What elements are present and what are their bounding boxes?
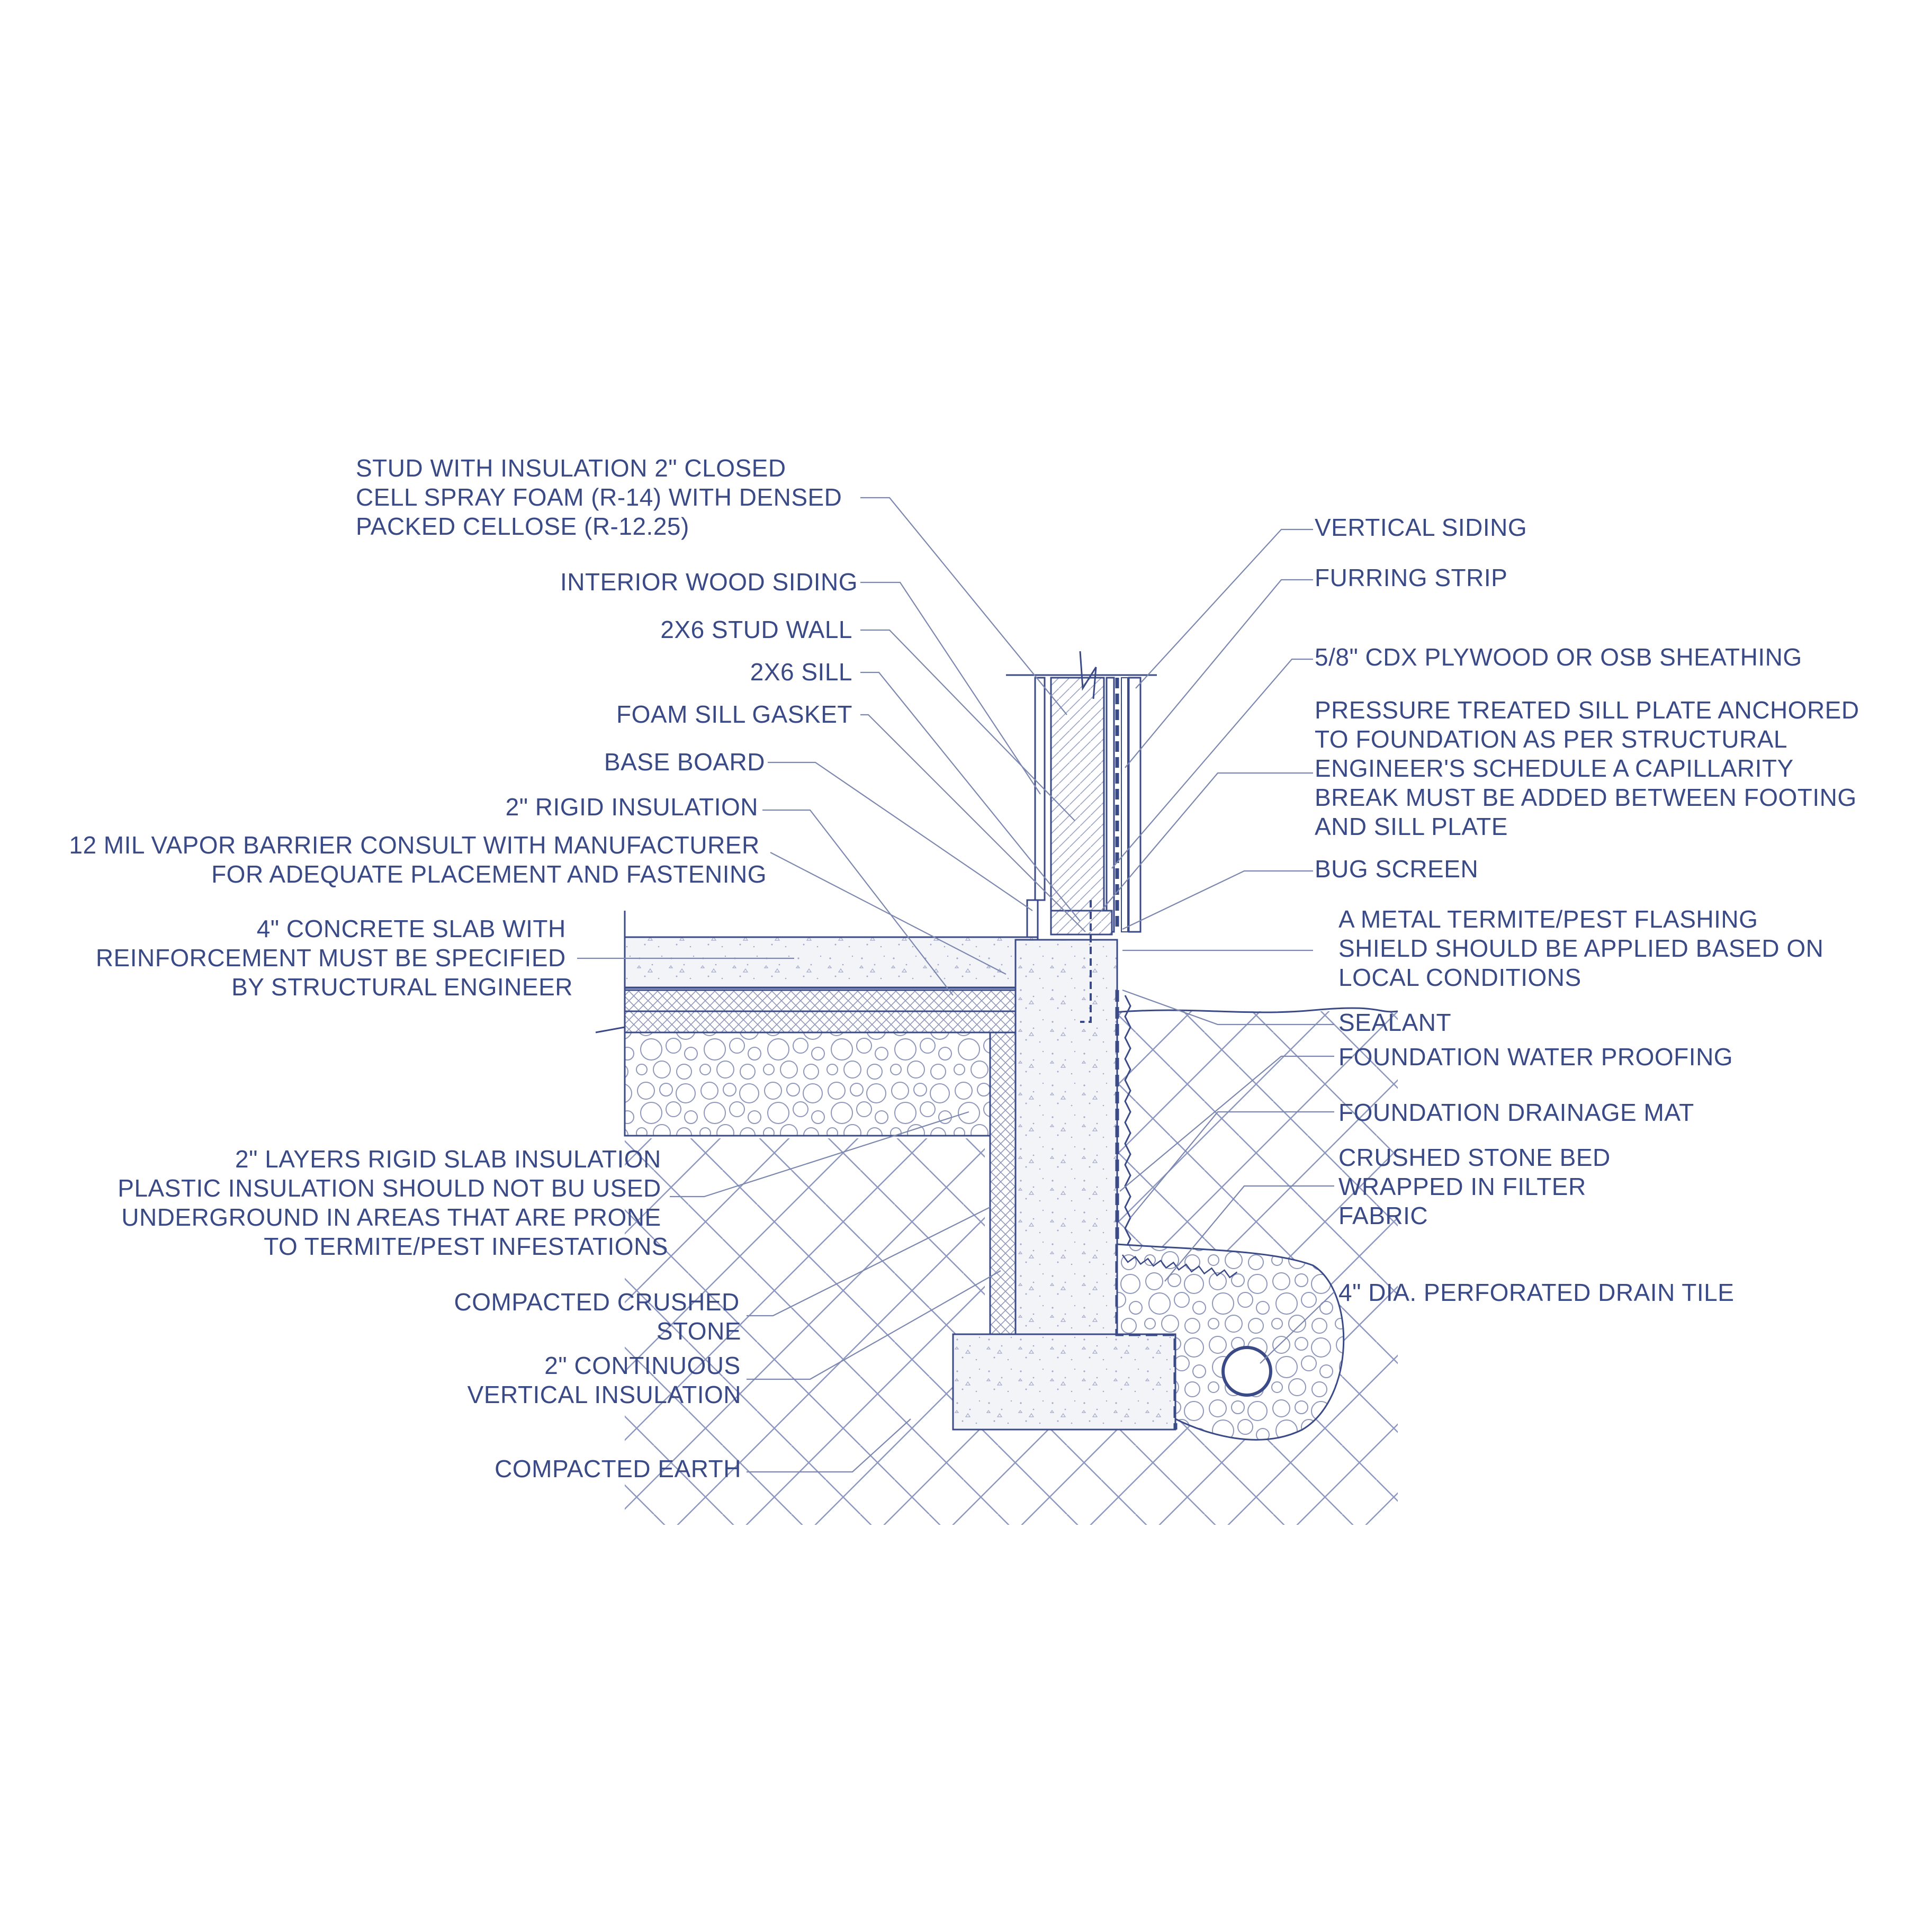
foundation-wall [1014,939,1118,1338]
label-stone-bed: CRUSHED STONE BED WRAPPED IN FILTER FABR… [1338,1144,1618,1229]
label-stud-wall: 2X6 STUD WALL [660,616,852,643]
filter-fabric [1121,1254,1238,1279]
leader-water-proofing [1119,1055,1334,1192]
leader-drain-tile [1260,1291,1335,1364]
leader-stud-insulation [860,497,1067,715]
leader-vertical-insulation [747,1270,1001,1380]
label-sill: 2X6 SILL [750,658,852,686]
anchor-bolt [1080,900,1092,1023]
leader-stud-wall [860,629,1075,821]
label-rigid-insulation: 2" RIGID INSULATION [506,793,758,821]
drainage-mat-zigzag [1124,995,1131,1292]
leader-furring-strip [1125,579,1313,768]
concrete-footing [952,1333,1176,1431]
compacted-earth-left [625,1138,985,1525]
label-sill-plate: PRESSURE TREATED SILL PLATE ANCHORED TO … [1315,696,1866,840]
base-board [1026,899,1039,938]
leader-compacted-crushed-stone [747,1207,991,1317]
leader-foam-sill-gasket [860,714,1086,932]
label-base-board: BASE BOARD [604,748,765,776]
label-sealant: SEALANT [1338,1009,1451,1036]
stud-wall-cavity [1050,677,1105,912]
label-compacted-earth: COMPACTED EARTH [495,1455,741,1482]
leader-vapor-barrier [770,852,1007,975]
sill-plate [1050,910,1113,936]
vertical-siding [1128,677,1142,933]
sheathing [1106,677,1115,933]
label-foam-sill-gasket: FOAM SILL GASKET [616,700,852,728]
leader-base-board [768,761,1033,911]
label-vertical-insulation: 2" CONTINUOUS VERTICAL INSULATION [468,1352,748,1408]
slab-break-symbol [595,911,626,1034]
label-stud-insulation: STUD WITH INSULATION 2" CLOSED CELL SPRA… [356,454,849,540]
label-compacted-crushed-stone: COMPACTED CRUSHED STONE [454,1288,747,1345]
label-vapor-barrier: 12 MIL VAPOR BARRIER CONSULT WITH MANUFA… [69,831,767,888]
crushed-stone-bed [1116,1243,1345,1441]
leader-sheathing [1111,658,1313,869]
label-water-proofing: FOUNDATION WATER PROOFING [1338,1043,1733,1071]
concrete-slab [624,936,1039,989]
label-drain-tile: 4" DIA. PERFORATED DRAIN TILE [1338,1279,1734,1306]
label-furring-strip: FURRING STRIP [1315,564,1507,591]
leader-sill [860,671,1081,922]
label-slab-insulation: 2" LAYERS RIGID SLAB INSULATION PLASTIC … [118,1145,668,1260]
perforated-drain-tile [1221,1346,1272,1397]
label-drainage-mat: FOUNDATION DRAINAGE MAT [1338,1099,1694,1126]
label-bug-screen: BUG SCREEN [1315,855,1478,883]
label-vertical-siding: VERTICAL SIDING [1315,514,1527,541]
continuous-vertical-insulation [989,1031,1017,1335]
leader-sealant [1122,989,1334,1026]
leader-sill-plate [1101,772,1313,911]
furring-strip [1121,677,1128,932]
label-interior-wood-siding: INTERIOR WOOD SIDING [560,568,858,596]
leader-interior-wood-siding [860,581,1041,795]
leader-compacted-earth [747,1418,911,1473]
label-sheathing: 5/8" CDX PLYWOOD OR OSB SHEATHING [1315,643,1802,671]
leader-rigid-insulation [762,809,954,996]
wall-break-symbol [1079,651,1097,699]
grade-line [1114,1007,1398,1013]
leader-slab-insulation [670,1111,969,1198]
leader-drainage-mat [1130,1111,1334,1218]
leader-bug-screen [1122,870,1313,930]
crushed-stone-base [624,1031,991,1137]
leader-vertical-siding [1135,528,1313,689]
label-concrete-slab: 4" CONCRETE SLAB WITH REINFORCEMENT MUST… [96,915,573,1001]
leader-stone-bed [1164,1185,1334,1282]
label-termite-flashing: A METAL TERMITE/PEST FLASHING SHIELD SHO… [1338,905,1831,991]
